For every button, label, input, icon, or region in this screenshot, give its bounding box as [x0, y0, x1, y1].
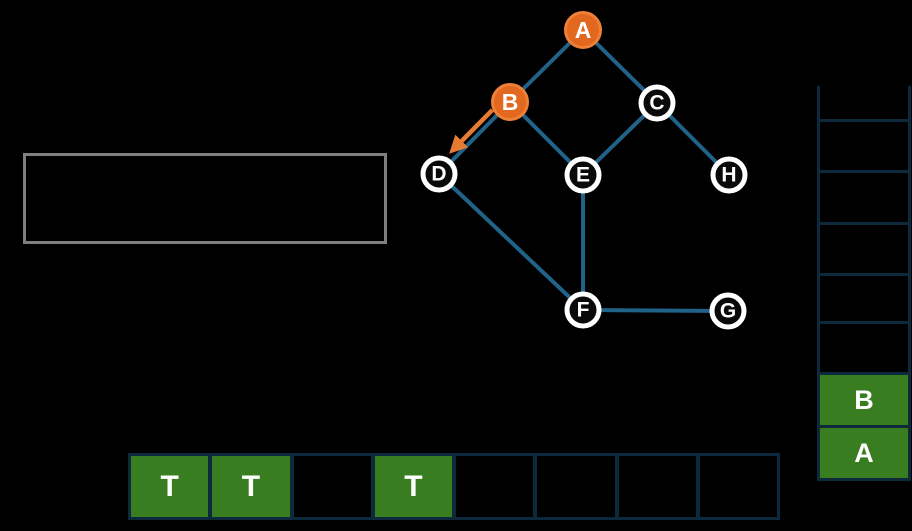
- stack-slot-6: B: [820, 372, 908, 425]
- graph-node-C: C: [638, 84, 676, 122]
- graph-node-H: H: [710, 156, 748, 194]
- visited-cell-1: T: [208, 456, 290, 517]
- graph-node-G: G: [709, 292, 747, 330]
- label-box: [23, 153, 387, 244]
- stack-slot-0: [820, 86, 908, 119]
- edge-F-G: [582, 308, 729, 313]
- stack-slot-1: [820, 119, 908, 170]
- visited-cell-5: [533, 456, 614, 517]
- stack-slot-2: [820, 170, 908, 222]
- stack-slot-4: [820, 273, 908, 321]
- visited-cell-7: [695, 456, 777, 517]
- graph-node-A: A: [564, 11, 602, 49]
- stack-slot-5: [820, 321, 908, 372]
- visited-cell-3: T: [370, 456, 452, 517]
- graph-node-E: E: [564, 156, 602, 194]
- traversal-arrow-B-D: [449, 108, 494, 154]
- graph-node-F: F: [564, 291, 602, 329]
- stack-slot-3: [820, 222, 908, 273]
- stack-slot-7: A: [820, 425, 908, 478]
- graph-node-D: D: [420, 155, 458, 193]
- visited-cell-2: [289, 456, 371, 517]
- visited-cell-4: [452, 456, 533, 517]
- graph-node-B: B: [491, 83, 529, 121]
- visited-cell-6: [614, 456, 696, 517]
- edge-D-F: [437, 172, 585, 312]
- visited-cell-0: T: [131, 456, 209, 517]
